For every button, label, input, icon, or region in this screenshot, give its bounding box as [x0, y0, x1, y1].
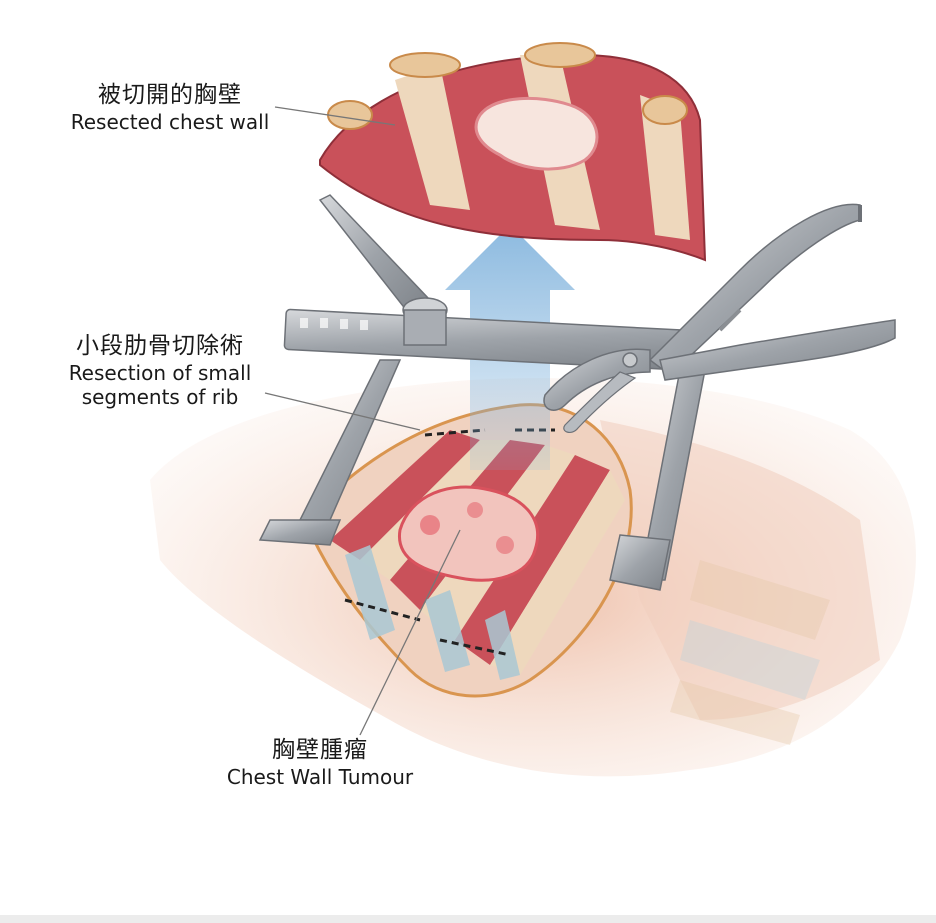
- label-resected-chest-wall: 被切開的胸壁 Resected chest wall: [40, 82, 300, 134]
- label-rib-resection: 小段肋骨切除術 Resection of small segments of r…: [40, 333, 280, 409]
- label-tumour-zh: 胸壁腫瘤: [272, 737, 368, 763]
- faded-ribs: [670, 560, 830, 745]
- rib-shears: [543, 203, 896, 434]
- label-tumour-en: Chest Wall Tumour: [226, 764, 414, 789]
- rib-retractor: [258, 194, 706, 591]
- leader-line-rib: [264, 392, 421, 431]
- label-resected-zh: 被切開的胸壁: [98, 82, 242, 108]
- label-chest-wall-tumour: 胸壁腫瘤 Chest Wall Tumour: [195, 737, 445, 789]
- leader-line-resected: [274, 106, 396, 126]
- label-rib-en-line1: Resection of small: [68, 360, 252, 385]
- label-rib-en-line2: segments of rib: [81, 384, 239, 409]
- leader-line-tumour: [359, 529, 461, 736]
- resected-chest-wall-piece: [319, 42, 707, 262]
- label-resected-en: Resected chest wall: [70, 109, 270, 134]
- chest-tumour: [398, 485, 540, 582]
- label-rib-zh: 小段肋骨切除術: [76, 333, 244, 359]
- bottom-divider: [0, 915, 936, 923]
